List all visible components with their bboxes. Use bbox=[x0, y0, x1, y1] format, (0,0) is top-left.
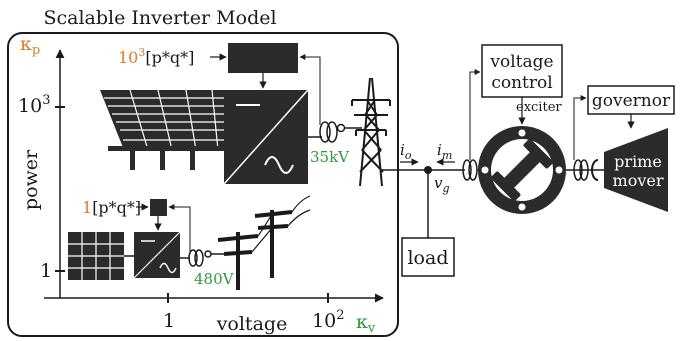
rotation-indicator bbox=[591, 159, 599, 181]
large-inverter-diagonal bbox=[223, 89, 309, 185]
small-feedback-line bbox=[168, 204, 191, 253]
small-voltage-label: 480V bbox=[194, 270, 235, 288]
prime-mover-turbine bbox=[604, 128, 668, 212]
shaft-coupling-2 bbox=[579, 159, 589, 181]
inverter-model-frame bbox=[7, 32, 399, 337]
diagram-title: Scalable Inverter Model bbox=[43, 7, 276, 29]
voltage-feedback-line bbox=[469, 69, 481, 160]
small-solar-panel bbox=[68, 232, 134, 280]
large-feedback-line bbox=[299, 54, 321, 125]
y-tick-high-label: 103 bbox=[18, 93, 50, 117]
i-m-label: im bbox=[437, 141, 452, 162]
shaft-coupling-1 bbox=[573, 159, 583, 181]
large-voltage-label: 35kV bbox=[310, 148, 350, 166]
i-o-label: io bbox=[400, 141, 412, 162]
grid-transformer-coil-1 bbox=[462, 159, 472, 181]
small-inverter-diagonal bbox=[133, 231, 181, 279]
synchronous-machine bbox=[478, 126, 566, 214]
small-scale-factor: 1[p*q*] bbox=[82, 198, 141, 217]
transmission-tower-icon bbox=[351, 77, 391, 187]
small-controller-block bbox=[150, 199, 167, 216]
governor-feedback-line bbox=[573, 95, 587, 160]
governor-box bbox=[587, 85, 675, 115]
y-axis-label: power bbox=[20, 149, 42, 210]
voltage-control-line2: control bbox=[491, 73, 552, 93]
small-inverter-ac-symbol bbox=[159, 262, 177, 274]
v-g-label: vg bbox=[434, 174, 450, 195]
kappa-p-label: κp bbox=[20, 33, 40, 58]
small-sensor-node bbox=[204, 250, 212, 258]
voltage-control-box bbox=[481, 44, 563, 98]
load-label: load bbox=[407, 247, 448, 269]
large-scale-factor: 103[p*q*] bbox=[118, 46, 194, 67]
x-tick-low-label: 1 bbox=[163, 310, 175, 332]
x-axis-label: voltage bbox=[216, 313, 288, 335]
distribution-poles-icon bbox=[217, 210, 293, 290]
prime-mover-line1: prime bbox=[614, 152, 662, 171]
load-box bbox=[401, 237, 455, 277]
kappa-v-label: κv bbox=[356, 311, 376, 336]
voltage-control-line1: voltage bbox=[489, 52, 553, 72]
grid-transformer-coil-2 bbox=[468, 159, 478, 181]
governor-label: governor bbox=[592, 91, 671, 111]
large-solar-array bbox=[100, 89, 224, 170]
large-sensor-node bbox=[336, 123, 346, 133]
exciter-label: exciter bbox=[516, 100, 562, 115]
large-transformer-coil-2 bbox=[326, 121, 338, 143]
prime-mover-line2: mover bbox=[613, 171, 664, 190]
large-transformer-coil-1 bbox=[319, 121, 331, 143]
x-tick-high-label: 102 bbox=[312, 308, 344, 332]
small-transformer-coil-1 bbox=[188, 249, 198, 267]
y-tick-low-label: 1 bbox=[40, 260, 52, 282]
large-inverter-ac-symbol bbox=[264, 156, 294, 174]
large-controller-block bbox=[228, 43, 298, 73]
small-transformer-coil-2 bbox=[194, 249, 204, 267]
